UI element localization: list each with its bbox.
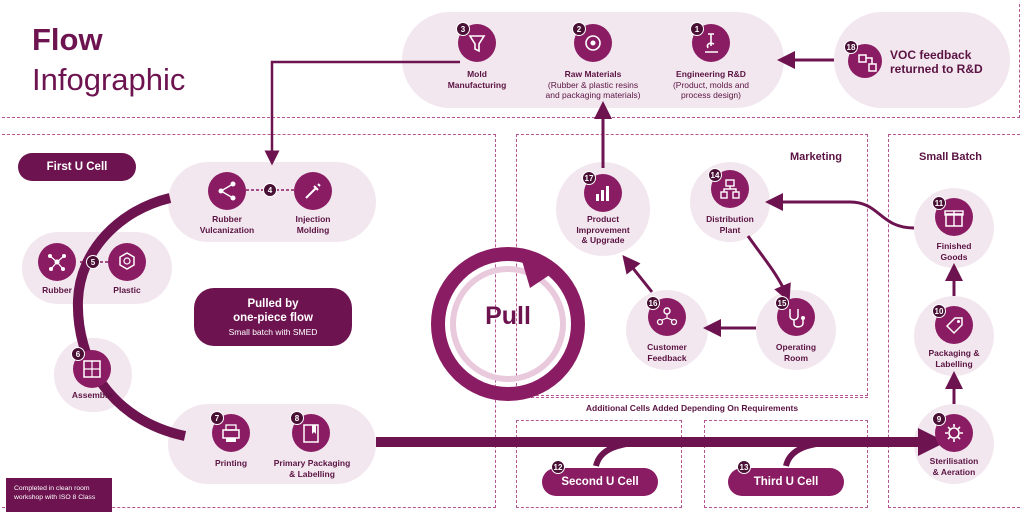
packaging-label: Packaging &Labelling: [928, 348, 980, 369]
pulled-line1: Pulled by: [247, 298, 299, 310]
step-badge-11: 11: [932, 196, 946, 210]
first-u-cell-label: First U Cell: [18, 153, 136, 181]
distribution-to-or-arrow: [746, 235, 791, 303]
cell-bottom-pill: [168, 404, 376, 484]
marketing-header: Marketing: [790, 151, 842, 163]
product-improvement-label: Product Improvement & Upgrade: [576, 214, 630, 245]
step-badge-1: 1: [690, 22, 704, 36]
mold-to-cell-arrow: [264, 60, 460, 166]
title-line2: Infographic: [32, 62, 186, 97]
third-u-cell-label: Third U Cell: [728, 468, 844, 496]
step-badge-10: 10: [932, 304, 946, 318]
third-cell-region: [704, 420, 868, 508]
marketing-region: [516, 134, 868, 396]
pulled-by-box: Pulled by one-piece flow Small batch wit…: [194, 288, 352, 346]
step-badge-18: 18: [844, 40, 858, 54]
step-badge-15: 15: [775, 296, 789, 310]
second-cell-arc: [593, 439, 641, 467]
printing-label: Printing: [214, 458, 248, 468]
small-batch-header: Small Batch: [919, 151, 982, 163]
footnote-line2: workshop with ISO 8 Class: [14, 494, 96, 501]
engineering-label: Engineering R&D (Product, molds and proc…: [672, 69, 750, 100]
step-badge-14: 14: [708, 168, 722, 182]
step-badge-6: 6: [71, 347, 85, 361]
pull-label: Pull: [485, 302, 531, 330]
pull-arrowhead: [520, 254, 560, 288]
title-line1: Flow: [32, 22, 103, 57]
raw-materials-label: Raw Materials (Rubber & plastic resins a…: [545, 69, 641, 100]
plastic-label: Plastic: [113, 285, 141, 295]
step-badge-17: 17: [582, 171, 596, 185]
second-cell-region: [516, 420, 682, 508]
step-badge-13: 13: [737, 460, 751, 474]
step-badge-9: 9: [932, 412, 946, 426]
footnote-line1: Completed in clean room: [14, 485, 90, 492]
share-icon: [208, 172, 246, 210]
first-cell-region: [2, 134, 496, 508]
cell-top-pill: [168, 162, 376, 242]
step-badge-8: 8: [290, 411, 304, 425]
step-badge-7: 7: [210, 411, 224, 425]
step-badge-2: 2: [572, 22, 586, 36]
syringe-icon: [294, 172, 332, 210]
pulled-line3: Small batch with SMED: [228, 327, 318, 337]
step-badge-12: 12: [551, 460, 565, 474]
step-badge-4: 4: [263, 183, 277, 197]
rubber-label: Rubber: [42, 285, 72, 295]
customer-to-improvement-arrow: [622, 254, 654, 293]
u-cell-loop: [72, 193, 187, 441]
additional-header: Additional Cells Added Depending On Requ…: [585, 403, 799, 413]
finished-to-distribution-arrow: [765, 193, 915, 230]
top-region: [2, 4, 1020, 118]
pull-ring-outer: [431, 247, 585, 401]
assemble-label: Assemble: [71, 390, 113, 400]
footnote-box: Completed in clean room workshop with IS…: [6, 478, 112, 512]
small-batch-region: [888, 134, 1020, 508]
step-badge-5: 5: [86, 255, 100, 269]
main-flow-arrowhead: [918, 428, 946, 456]
sterilisation-label: Sterilisation& Aeration: [929, 456, 979, 477]
pulled-line2: one-piece flow: [233, 312, 313, 324]
pull-ring-inner: [450, 266, 566, 382]
step-badge-16: 16: [646, 296, 660, 310]
primary-packaging-label: Primary Packaging& Labelling: [273, 458, 351, 479]
step-badge-3: 3: [456, 22, 470, 36]
hexagon-icon: [108, 243, 146, 281]
third-cell-arc: [783, 439, 831, 467]
additional-region: [516, 397, 868, 398]
molecule-icon: [38, 243, 76, 281]
